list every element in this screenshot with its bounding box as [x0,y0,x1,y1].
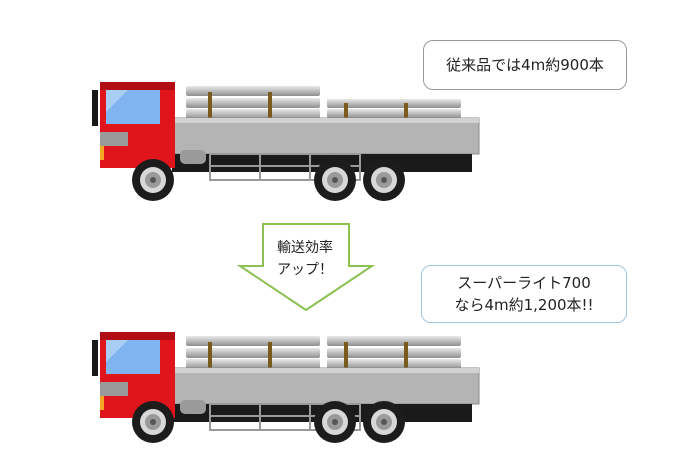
pipe-load-right [327,336,461,369]
callout-after: スーパーライト700 なら4m約1,200本!! [421,265,627,323]
callout-before: 従来品では4m約900本 [423,40,627,90]
pipe-load-right [327,99,461,118]
down-arrow-icon [236,223,376,312]
pipe-load-left [186,86,320,119]
wheel-front [132,159,174,201]
wheel-front [132,401,174,443]
truck-bed [171,367,480,405]
truck-bed [171,117,480,155]
callout-after-line2: なら4m約1,200本!! [454,296,594,314]
wheel-rear-2 [363,159,405,201]
arrow-label-line1: 輸送効率 [277,240,333,256]
arrow-label-line2: アップ！ [277,262,333,278]
pipe-load-left [186,336,320,369]
arrow-label: 輸送効率 アップ！ [262,237,348,281]
wheel-rear-2 [363,401,405,443]
callout-after-line1: スーパーライト700 [457,274,591,292]
truck-after [92,332,480,443]
wheel-rear-1 [314,159,356,201]
wheel-rear-1 [314,401,356,443]
truck-cab [92,332,175,418]
truck-before [92,82,480,201]
callout-before-text: 従来品では4m約900本 [446,56,604,74]
truck-cab [92,82,175,168]
